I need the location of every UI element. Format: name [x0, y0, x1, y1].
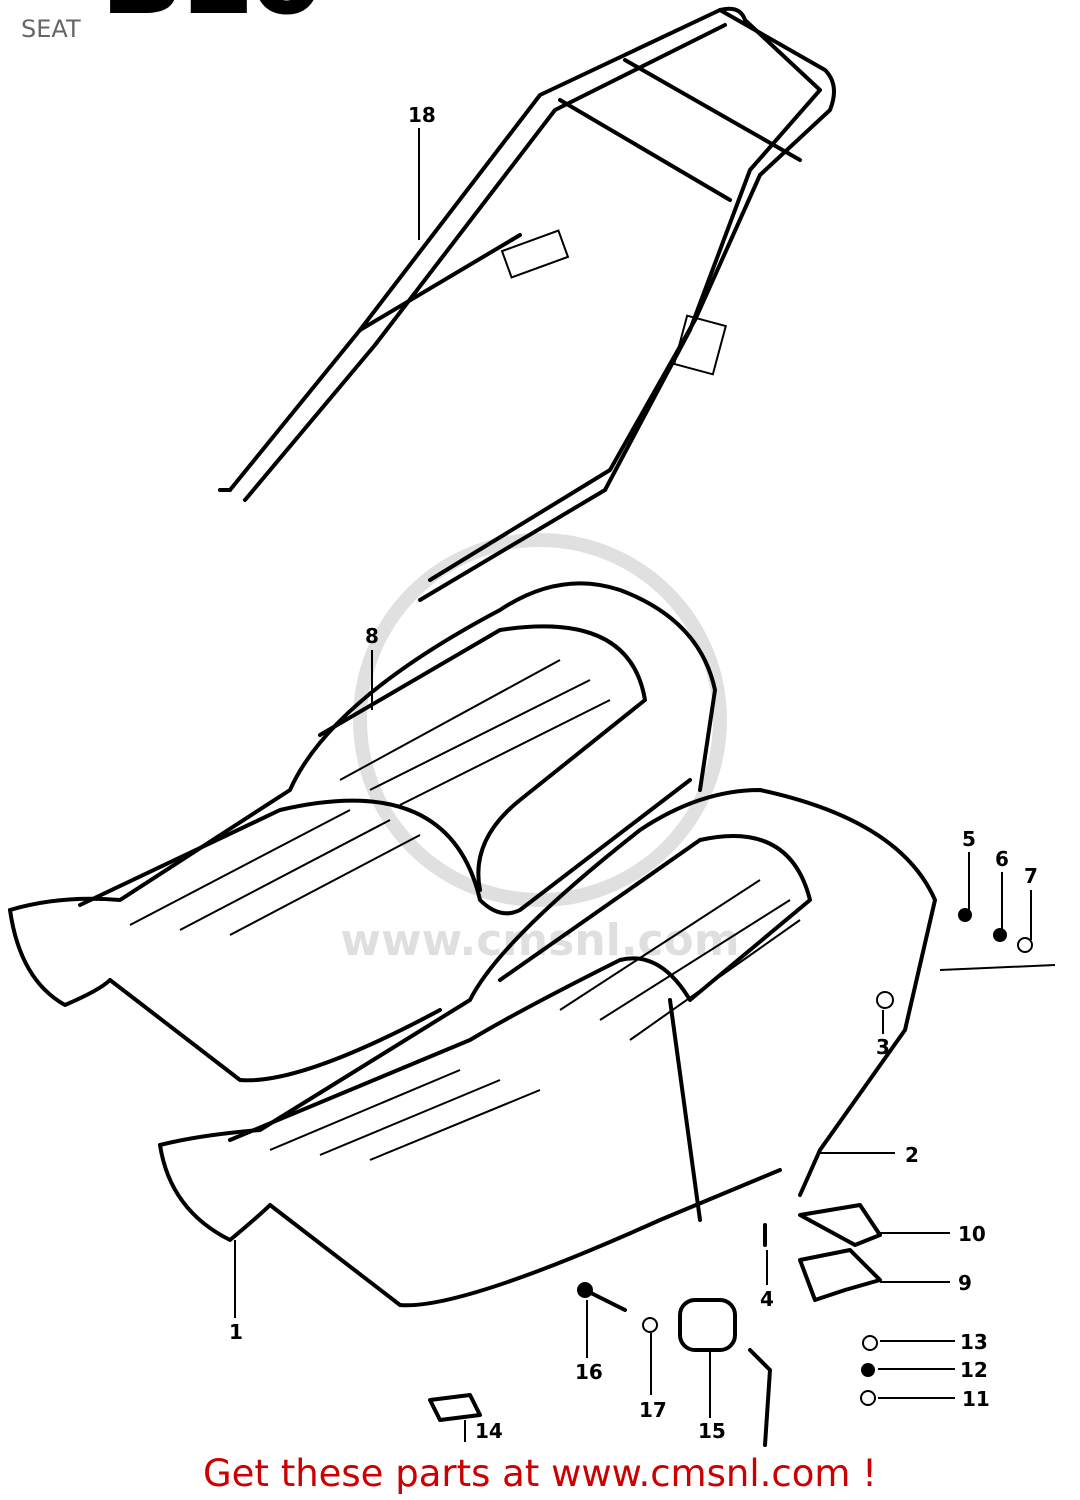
callout-10: 10: [958, 1222, 986, 1246]
watermark-logo: www.cmsnl.com: [340, 533, 740, 966]
callout-9: 9: [958, 1271, 972, 1295]
rear-carrier-part-18[interactable]: [218, 6, 836, 602]
seat-part-2[interactable]: [158, 788, 937, 1308]
callout-2: 2: [905, 1143, 919, 1167]
callout-8: 8: [365, 624, 379, 648]
callout-1: 1: [229, 1320, 243, 1344]
callout-5: 5: [962, 827, 976, 851]
callout-labels: 18 8 5 6 7 3 2 10 9 4 13 12 11 16 17 15 …: [229, 103, 1038, 1443]
callout-3: 3: [876, 1035, 890, 1059]
callout-15: 15: [698, 1419, 726, 1443]
promo-link[interactable]: Get these parts at www.cmsnl.com !: [202, 1452, 877, 1495]
callout-16: 16: [575, 1360, 603, 1384]
callout-11: 11: [962, 1387, 990, 1411]
callout-17: 17: [639, 1398, 667, 1422]
callout-12: 12: [960, 1358, 988, 1382]
callout-7: 7: [1024, 864, 1038, 888]
callout-18: 18: [408, 103, 436, 127]
callout-13: 13: [960, 1330, 988, 1354]
watermark-text: www.cmsnl.com: [340, 915, 739, 966]
section-title: SEAT: [21, 15, 81, 43]
seat-part-8[interactable]: [8, 581, 717, 1083]
callout-4: 4: [760, 1287, 774, 1311]
callout-14: 14: [475, 1419, 503, 1443]
callout-6: 6: [995, 847, 1009, 871]
figure-code: B10: [100, 0, 325, 30]
leader-lines: [234, 128, 1056, 1442]
hardware-parts: [428, 908, 1033, 1447]
